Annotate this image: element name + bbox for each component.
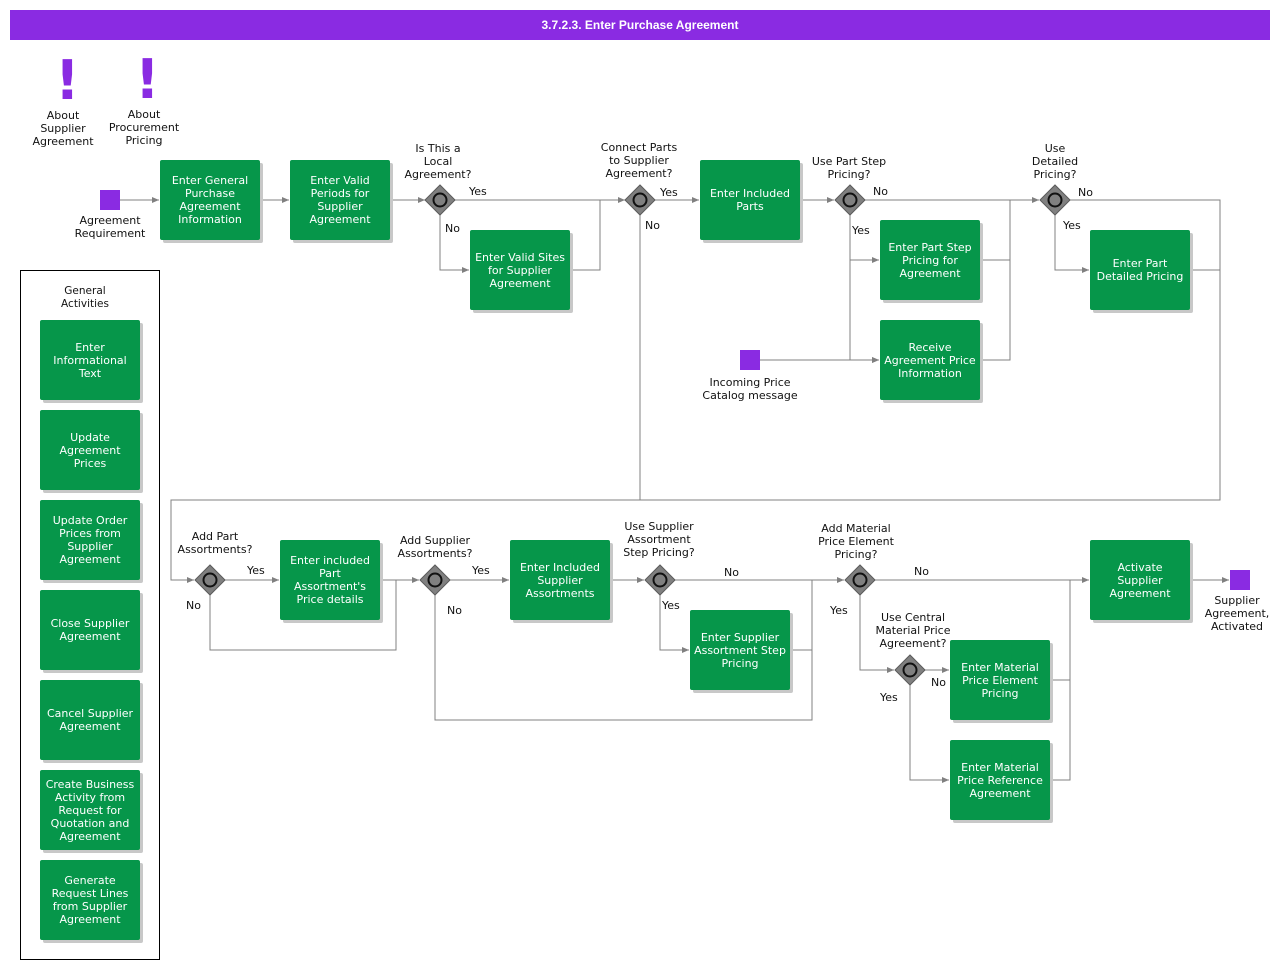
incoming-message-label: Incoming Price Catalog message: [702, 376, 798, 402]
flow-label-no: No: [186, 599, 201, 612]
task-activate-supplier-agreement[interactable]: Activate Supplier Agreement: [1090, 540, 1190, 620]
flow-label-yes: Yes: [830, 604, 848, 617]
activity-close-supplier-agreement[interactable]: Close Supplier Agreement: [40, 590, 140, 670]
activity-cancel-supplier-agreement[interactable]: Cancel Supplier Agreement: [40, 680, 140, 760]
activity-update-agreement-prices[interactable]: Update Agreement Prices: [40, 410, 140, 490]
gateway-label-local-agreement: Is This a Local Agreement?: [404, 142, 472, 181]
gateway-label-use-detailed: Use Detailed Pricing?: [1031, 142, 1079, 181]
flow-label-no: No: [445, 222, 460, 235]
general-activities-panel: [20, 270, 160, 960]
task-enter-part-assortment-price[interactable]: Enter included Part Assortment's Price d…: [280, 540, 380, 620]
flow-label-yes: Yes: [880, 691, 898, 704]
task-enter-valid-sites[interactable]: Enter Valid Sites for Supplier Agreement: [470, 230, 570, 310]
gateway-local-agreement: [424, 184, 456, 216]
flow-label-yes: Yes: [469, 185, 487, 198]
flow-label-yes: Yes: [660, 186, 678, 199]
gateway-use-supplier-assortment-step: [644, 564, 676, 596]
gateway-use-part-step: [834, 184, 866, 216]
gateway-label-use-supplier-assortment-step: Use Supplier Assortment Step Pricing?: [623, 520, 695, 559]
gateway-label-add-supplier-assortments: Add Supplier Assortments?: [397, 534, 473, 560]
exclamation-icon[interactable]: !: [135, 48, 160, 111]
gateway-add-supplier-assortments: [419, 564, 451, 596]
sequence-flows: [120, 197, 1229, 783]
task-receive-agreement-price-info[interactable]: Receive Agreement Price Information: [880, 320, 980, 400]
gateway-label-connect-parts: Connect Parts to Supplier Agreement?: [600, 141, 678, 180]
gateway-connect-parts: [624, 184, 656, 216]
gateway-add-part-assortments: [194, 564, 226, 596]
flow-label-no: No: [645, 219, 660, 232]
flow-label-yes: Yes: [472, 564, 490, 577]
task-enter-general-info[interactable]: Enter General Purchase Agreement Informa…: [160, 160, 260, 240]
activity-create-business-activity[interactable]: Create Business Activity from Request fo…: [40, 770, 140, 850]
gateway-label-add-part-assortments: Add Part Assortments?: [177, 530, 253, 556]
activity-update-order-prices[interactable]: Update Order Prices from Supplier Agreem…: [40, 500, 140, 580]
general-activities-heading: General Activities: [61, 285, 109, 310]
flow-label-yes: Yes: [247, 564, 265, 577]
incoming-message-event: [740, 350, 760, 370]
exclamation-icon[interactable]: !: [55, 49, 80, 112]
gateway-label-add-material-price-element: Add Material Price Element Pricing?: [818, 522, 894, 561]
flow-label-yes: Yes: [1063, 219, 1081, 232]
flow-label-yes: Yes: [662, 599, 680, 612]
flow-label-no: No: [724, 566, 739, 579]
gateway-use-detailed: [1039, 184, 1071, 216]
task-enter-included-parts[interactable]: Enter Included Parts: [700, 160, 800, 240]
task-enter-material-price-reference[interactable]: Enter Material Price Reference Agreement: [950, 740, 1050, 820]
activity-enter-informational-text[interactable]: Enter Informational Text: [40, 320, 140, 400]
gateway-label-use-part-step: Use Part Step Pricing?: [811, 155, 887, 181]
flow-label-no: No: [931, 676, 946, 689]
diagram-title: 3.7.2.3. Enter Purchase Agreement: [10, 10, 1270, 40]
gateway-use-central-material: [894, 654, 926, 686]
activity-generate-request-lines[interactable]: Generate Request Lines from Supplier Agr…: [40, 860, 140, 940]
note-about-procurement-pricing[interactable]: About Procurement Pricing: [108, 108, 180, 147]
task-enter-supplier-assortment-step-pricing[interactable]: Enter Supplier Assortment Step Pricing: [690, 610, 790, 690]
flow-label-no: No: [914, 565, 929, 578]
end-event: [1230, 570, 1250, 590]
flow-label-no: No: [873, 185, 888, 198]
start-event-label: Agreement Requirement: [74, 214, 146, 240]
note-about-supplier-agreement[interactable]: About Supplier Agreement: [32, 109, 94, 148]
task-enter-included-supplier-assortments[interactable]: Enter Included Supplier Assortments: [510, 540, 610, 620]
start-event: [100, 190, 120, 210]
task-enter-part-detailed-pricing[interactable]: Enter Part Detailed Pricing: [1090, 230, 1190, 310]
task-enter-part-step-pricing[interactable]: Enter Part Step Pricing for Agreement: [880, 220, 980, 300]
task-enter-valid-periods[interactable]: Enter Valid Periods for Supplier Agreeme…: [290, 160, 390, 240]
flow-label-no: No: [447, 604, 462, 617]
gateway-add-material-price-element: [844, 564, 876, 596]
gateway-label-use-central-material: Use Central Material Price Agreement?: [875, 611, 951, 650]
task-enter-material-price-element-pricing[interactable]: Enter Material Price Element Pricing: [950, 640, 1050, 720]
end-event-label: Supplier Agreement, Activated: [1204, 594, 1270, 633]
flow-label-yes: Yes: [852, 224, 870, 237]
flow-label-no: No: [1078, 186, 1093, 199]
